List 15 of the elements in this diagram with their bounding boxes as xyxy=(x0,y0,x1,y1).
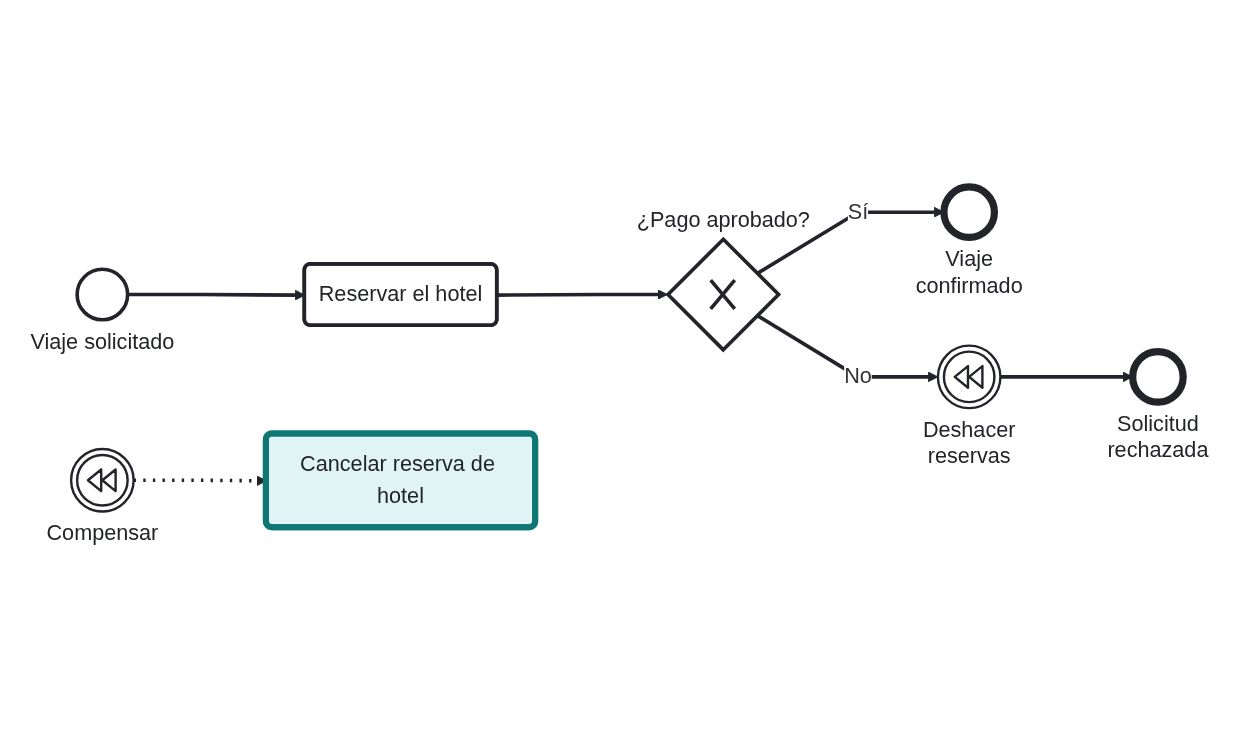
gateway-label: ¿Pago aprobado? xyxy=(636,207,810,233)
node-circle xyxy=(69,447,135,513)
event-label: Viaje confirmado xyxy=(915,246,1023,298)
node-circle xyxy=(75,267,130,322)
node-circle xyxy=(940,183,999,242)
event-label: Deshacer reservas xyxy=(922,417,1016,469)
arrow xyxy=(497,289,668,300)
edge-label: Sí xyxy=(847,199,869,224)
event-label: Compensar xyxy=(46,520,159,546)
node-diamond xyxy=(665,236,782,353)
node-circle xyxy=(1129,348,1187,406)
edge-label: No xyxy=(844,364,872,389)
node-circle xyxy=(936,344,1002,410)
event-label: Viaje solicitado xyxy=(30,328,175,354)
event-label: Solicitud rechazada xyxy=(1107,411,1209,463)
